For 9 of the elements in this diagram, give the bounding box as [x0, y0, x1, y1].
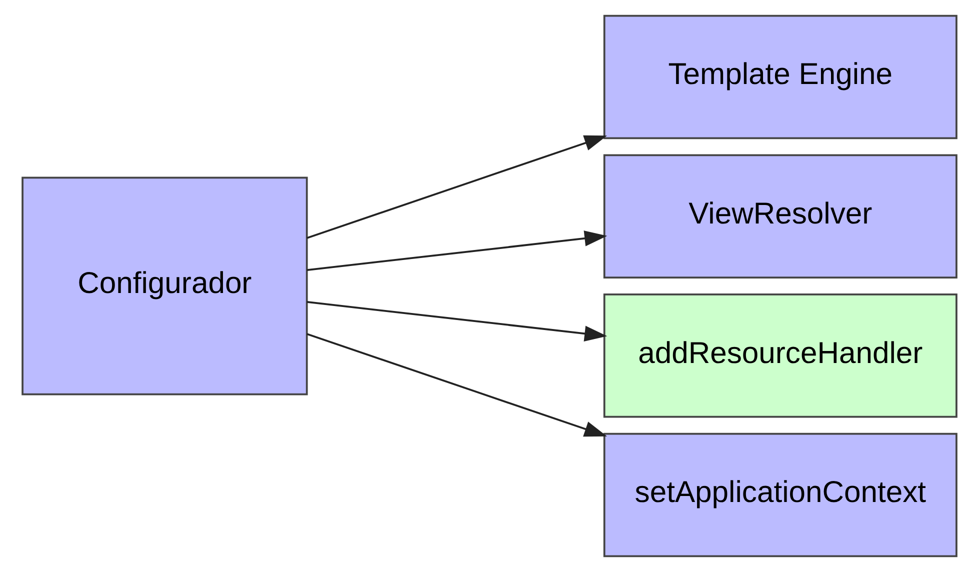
node-box: Template Engine [603, 14, 958, 140]
node-box: addResourceHandler [603, 294, 958, 418]
node-box: Configurador [22, 176, 308, 396]
arrow [306, 135, 608, 239]
node-box: ViewResolver [603, 154, 958, 278]
arrow [306, 301, 608, 342]
arrow [306, 333, 608, 437]
arrow [306, 230, 608, 271]
node-box: setApplicationContext [603, 432, 958, 558]
